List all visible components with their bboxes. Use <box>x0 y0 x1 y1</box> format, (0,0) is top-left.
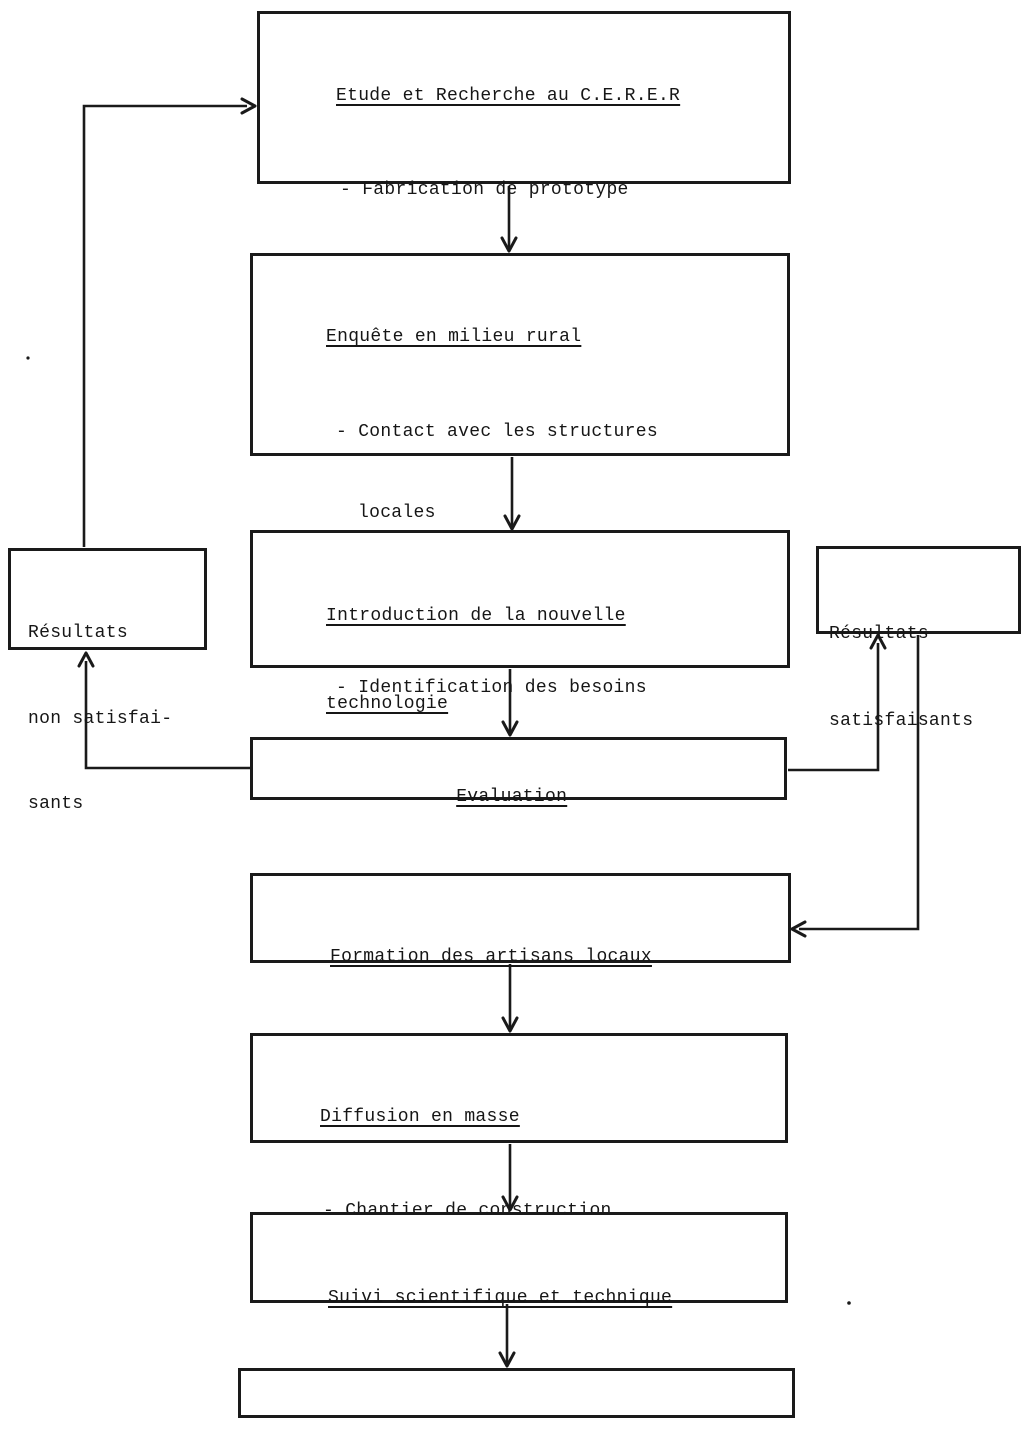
box-title: Evaluation <box>456 787 568 807</box>
box-etude-recherche: Etude et Recherche au C.E.R.E.R - Fabric… <box>257 11 791 362</box>
box-item-wrap: locales <box>358 503 436 523</box>
box-diffusion-masse: Diffusion en masse - Chantier de constru… <box>250 1033 788 1221</box>
arrow-diffusion-to-suivi <box>501 1144 519 1212</box>
path-evaluation-to-resultats-sat <box>788 633 887 772</box>
box-title: Enquête en milieu rural <box>326 327 582 347</box>
arrow-etude-to-enquete <box>500 186 518 253</box>
path-evaluation-to-resultats-non <box>77 651 251 770</box>
box-resultats-non-satisfaisants: Résultats non satisfai- sants <box>8 548 207 814</box>
scan-speck <box>26 356 30 360</box>
box-title: Diffusion en masse <box>320 1107 520 1127</box>
box-evaluation: Evaluation <box>250 737 787 807</box>
box-title-line: Formation des artisans locaux <box>330 947 652 967</box>
box-title: Etude et Recherche au C.E.R.E.R <box>336 86 681 106</box>
box-enquete-milieu-rural: Enquête en milieu rural - Contact avec l… <box>250 253 790 698</box>
box-text-line: non satisfai- <box>28 708 173 729</box>
box-item: - Identification des besoins <box>336 678 647 698</box>
path-resultats-non-to-etude <box>82 97 257 547</box>
box-text-line: satisfaisants <box>829 711 974 731</box>
box-item: - Fabrication de prototype <box>340 180 629 200</box>
arrow-introduction-to-evaluation <box>501 669 519 737</box>
box-text-line: sants <box>28 794 84 814</box>
box-item: - Contact avec les structures <box>336 422 658 442</box>
path-resultats-sat-to-formation <box>790 635 920 938</box>
box-evaluation-projet: Evaluation du projet <box>238 1368 795 1418</box>
box-resultats-satisfaisants: Résultats satisfaisants <box>816 546 1021 731</box>
box-suivi-scientifique: Suivi scientifique et technique <box>250 1212 788 1308</box>
box-title: Suivi scientifique et technique <box>328 1288 673 1308</box>
box-text-line: Résultats <box>829 624 929 644</box>
arrow-enquete-to-introduction <box>503 457 521 531</box>
scan-speck <box>847 1301 851 1305</box>
box-title-line: Introduction de la nouvelle <box>326 606 626 626</box>
arrow-suivi-to-evaluation-projet <box>498 1304 516 1368</box>
box-title-line: technologie <box>326 694 449 714</box>
box-text-line: Résultats <box>28 623 128 643</box>
box-formation-artisans: Formation des artisans locaux aux techni… <box>250 873 791 1055</box>
box-introduction-technologie: Introduction de la nouvelle technologie … <box>250 530 790 805</box>
arrow-formation-to-diffusion <box>501 964 519 1033</box>
